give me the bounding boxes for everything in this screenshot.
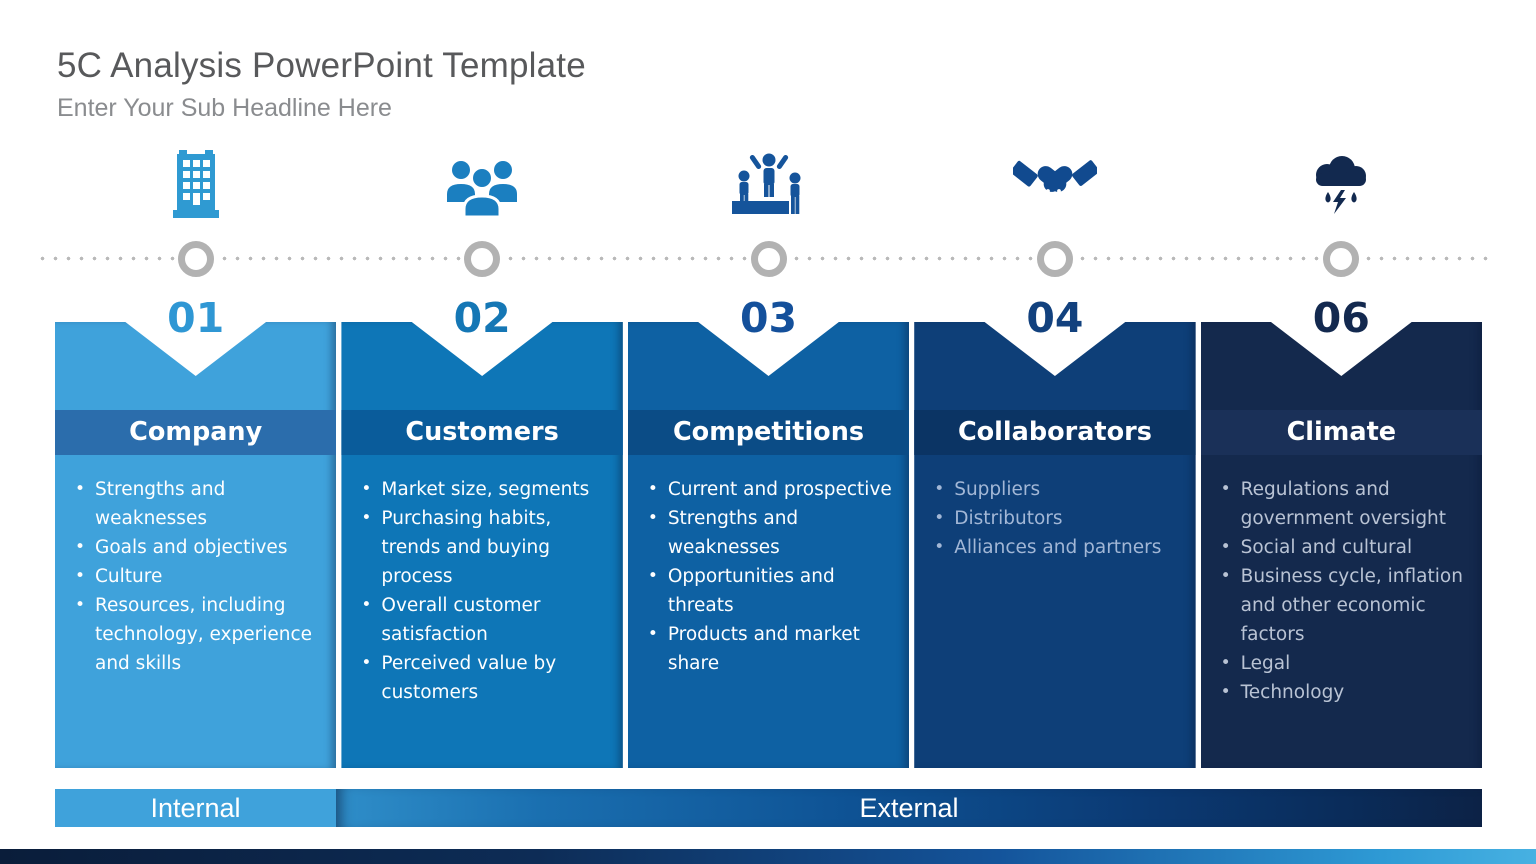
bullet-list: Regulations and government oversight Soc… (1201, 455, 1482, 707)
timeline-nodes (55, 240, 1482, 278)
timeline-node (1323, 241, 1360, 277)
step-number: 06 (1312, 294, 1370, 342)
bullet-item: Products and market share (648, 620, 899, 678)
column-company: Company Strengths and weaknesses Goals a… (55, 322, 337, 768)
bullet-item: Perceived value by customers (361, 649, 612, 707)
timeline-node (177, 241, 214, 277)
bullet-list: Current and prospective Strengths and we… (628, 455, 909, 678)
building-icon (55, 150, 336, 218)
bullet-item: Technology (1221, 678, 1472, 707)
page-title: 5C Analysis PowerPoint Template (57, 46, 586, 85)
step-number: 03 (739, 294, 798, 342)
bullet-list: Market size, segments Purchasing habits,… (341, 455, 622, 707)
icons-row (55, 146, 1482, 218)
step-number: 04 (1026, 294, 1084, 342)
people-group-icon (341, 158, 622, 218)
external-label-bar: External (336, 789, 1482, 827)
timeline-node (1036, 241, 1073, 277)
timeline-node (750, 241, 787, 277)
internal-label: Internal (150, 792, 241, 823)
bullet-item: Culture (75, 562, 326, 591)
bullet-item: Opportunities and threats (648, 562, 899, 620)
column-header: Collaborators (914, 410, 1196, 455)
step-number: 01 (167, 294, 225, 342)
bullet-item: Market size, segments (361, 475, 612, 504)
column-header: Customers (341, 410, 623, 455)
bullet-item: Alliances and partners (934, 533, 1185, 562)
column-header: Competitions (627, 410, 910, 455)
external-label: External (859, 792, 959, 823)
internal-label-bar: Internal (55, 789, 336, 827)
winner-podium-icon (628, 152, 909, 218)
bullet-list: Strengths and weaknesses Goals and objec… (55, 455, 336, 678)
step-numbers: 01 02 03 04 06 (55, 292, 1482, 344)
bullet-item: Distributors (934, 504, 1185, 533)
bullet-item: Resources, including technology, experie… (75, 591, 326, 678)
bullet-item: Strengths and weaknesses (75, 475, 326, 533)
bullet-item: Social and cultural (1221, 533, 1472, 562)
timeline-node (464, 241, 501, 277)
bullet-item: Business cycle, inflation and other econ… (1221, 562, 1472, 649)
bullet-item: Purchasing habits, trends and buying pro… (361, 504, 612, 591)
footer-stripe (0, 849, 1536, 864)
step-number: 02 (453, 294, 511, 342)
column-header: Climate (1200, 410, 1483, 455)
column-climate: Climate Regulations and government overs… (1200, 322, 1483, 768)
page-subtitle: Enter Your Sub Headline Here (57, 94, 392, 122)
column-header: Company (55, 410, 337, 455)
bullet-item: Regulations and government oversight (1221, 475, 1472, 533)
bullet-item: Current and prospective (648, 475, 899, 504)
storm-cloud-icon (1201, 156, 1482, 218)
column-customers: Customers Market size, segments Purchasi… (341, 322, 623, 768)
bullet-item: Suppliers (934, 475, 1185, 504)
bullet-list: Suppliers Distributors Alliances and par… (914, 455, 1195, 562)
scope-bar: Internal External (55, 789, 1482, 827)
handshake-icon (914, 156, 1195, 218)
analysis-columns: Company Strengths and weaknesses Goals a… (55, 322, 1483, 768)
bullet-item: Legal (1221, 649, 1472, 678)
column-competitions: Competitions Current and prospective Str… (627, 322, 910, 768)
bullet-item: Strengths and weaknesses (648, 504, 899, 562)
bullet-item: Overall customer satisfaction (361, 591, 612, 649)
column-collaborators: Collaborators Suppliers Distributors All… (914, 322, 1196, 768)
bullet-item: Goals and objectives (75, 533, 326, 562)
